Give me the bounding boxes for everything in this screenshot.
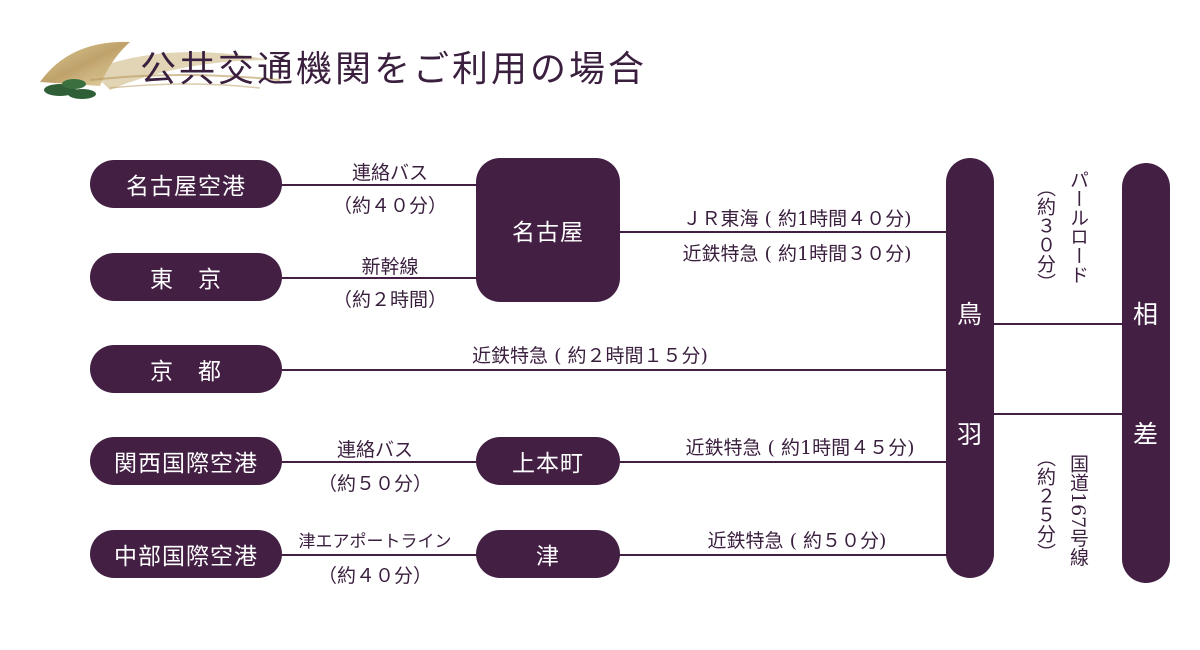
label-chubu-time: （約４０分） (317, 565, 433, 587)
line-tokyo (282, 277, 478, 279)
label-tsu-line: 近鉄特急 ( 約５０分) (707, 530, 887, 552)
line-nagoya-toba (618, 231, 950, 233)
toba-char-2: 羽 (956, 420, 983, 449)
label-chubu-line: 津エアポートライン (298, 532, 452, 552)
line-pearl-road (992, 323, 1124, 325)
line-kansai (282, 461, 478, 463)
pine-fan-icon (40, 41, 281, 99)
label-tokyo-time: （約２時間） (332, 289, 448, 311)
aisa-char-1: 相 (1132, 300, 1159, 329)
node-aisa: 相 差 (1122, 163, 1170, 583)
node-kansai-airport: 関西国際空港 (90, 437, 282, 485)
node-chubu-airport: 中部国際空港 (90, 530, 282, 578)
node-tokyo: 東 京 (90, 253, 282, 301)
label-pearl-time: （約３０分） (1034, 178, 1056, 292)
label-route167-time: （約２５分） (1034, 448, 1056, 562)
label-kyoto-line: 近鉄特急 ( 約２時間１５分) (472, 345, 708, 367)
page-title: 公共交通機関をご利用の場合 (140, 49, 648, 90)
node-nagoya: 名古屋 (476, 158, 620, 302)
label-nagoya-airport-line: 連絡バス (351, 162, 429, 184)
node-uehonmachi: 上本町 (476, 437, 620, 485)
label-kansai-line: 連絡バス (336, 439, 414, 461)
line-tsu (618, 554, 950, 556)
aisa-char-2: 差 (1132, 420, 1159, 449)
node-toba: 鳥 羽 (946, 158, 994, 578)
line-nagoya-airport (282, 184, 478, 186)
label-tokyo-line: 新幹線 (361, 256, 419, 278)
label-route167: 国道167号線 (1067, 454, 1089, 567)
toba-char-1: 鳥 (956, 300, 983, 329)
label-nagoya-airport-time: （約４０分） (332, 195, 448, 217)
label-kansai-time: （約５０分） (317, 473, 433, 495)
label-nagoya-jr: ＪＲ東海 ( 約1時間４０分) (682, 208, 912, 230)
node-kyoto: 京 都 (90, 345, 282, 393)
line-uehonmachi (618, 461, 950, 463)
line-chubu (282, 554, 478, 556)
line-kyoto (282, 369, 950, 371)
line-route167 (992, 413, 1124, 415)
node-nagoya-airport: 名古屋空港 (90, 160, 282, 208)
label-uehonmachi-line: 近鉄特急 ( 約1時間４５分) (685, 437, 915, 459)
node-tsu: 津 (476, 530, 620, 578)
label-pearl-road: パールロード (1067, 170, 1089, 284)
label-nagoya-kintetsu: 近鉄特急 ( 約1時間３０分) (682, 243, 912, 265)
